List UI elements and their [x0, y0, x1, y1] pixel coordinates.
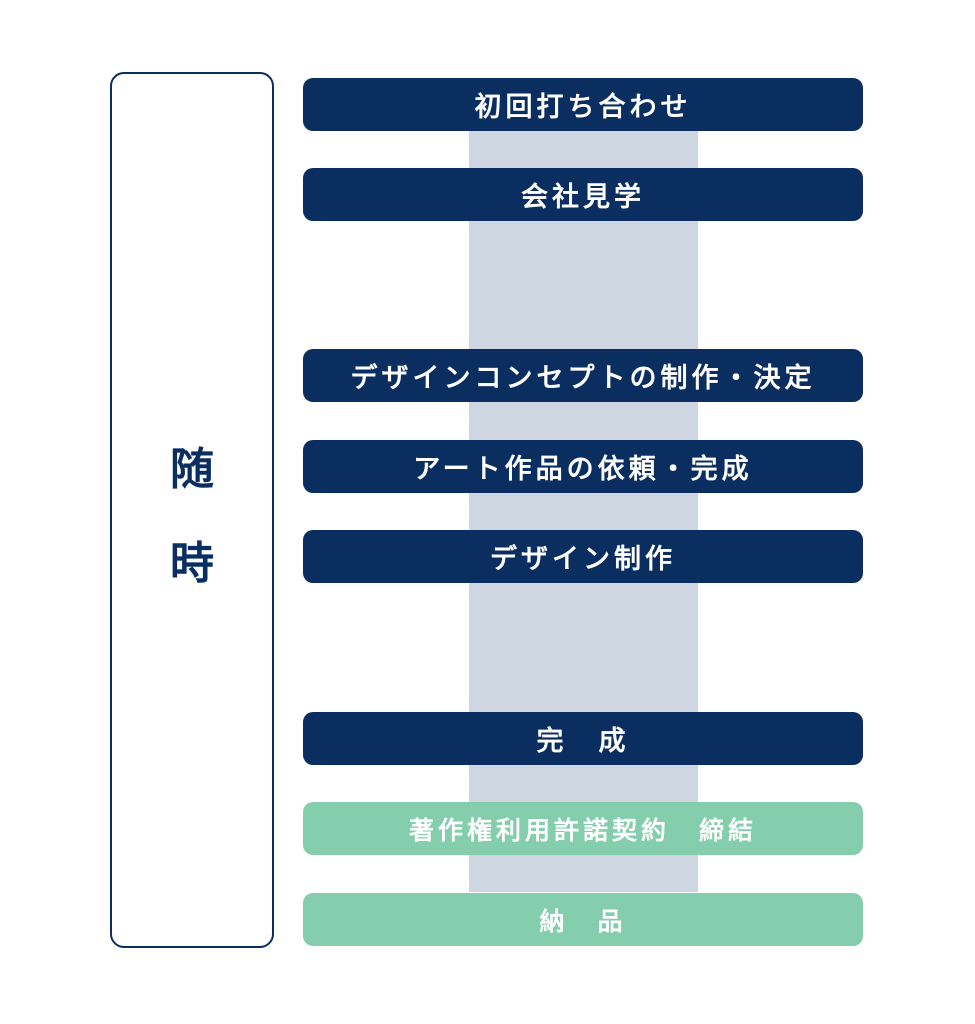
anytime-box: 随 時: [110, 72, 274, 948]
step-company-visit: 会社見学: [303, 168, 863, 221]
anytime-label-char2: 時: [170, 538, 214, 589]
step-design-production: デザイン制作: [303, 530, 863, 583]
step-completion: 完 成: [303, 712, 863, 765]
anytime-label-char1: 随: [170, 444, 214, 495]
step-license-contract: 著作権利用許諾契約 締結: [303, 802, 863, 855]
step-art-request: アート作品の依頼・完成: [303, 440, 863, 493]
connector-band: [469, 104, 698, 892]
step-delivery: 納 品: [303, 893, 863, 946]
step-initial-meeting: 初回打ち合わせ: [303, 78, 863, 131]
step-design-concept: デザインコンセプトの制作・決定: [303, 349, 863, 402]
